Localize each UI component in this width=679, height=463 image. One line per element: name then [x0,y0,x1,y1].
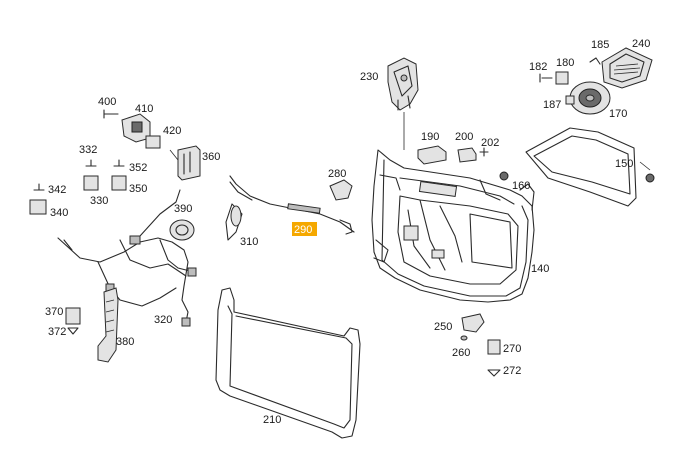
door-lock-part[interactable] [387,57,419,111]
wiring-harness-part[interactable] [57,189,197,327]
callout-170[interactable]: 170 [609,108,627,120]
callout-182[interactable]: 182 [529,61,547,73]
foam-strip-part[interactable] [97,287,119,363]
callout-187[interactable]: 187 [543,99,561,111]
callout-390[interactable]: 390 [174,203,192,215]
speaker-grille-part[interactable] [601,47,653,89]
trim-panel-part[interactable] [525,127,637,207]
callout-180[interactable]: 180 [556,57,574,69]
callout-280[interactable]: 280 [328,168,346,180]
window-seal-part[interactable] [215,287,361,439]
callout-380[interactable]: 380 [116,336,134,348]
leader-lines [169,112,651,171]
callout-260[interactable]: 260 [452,347,470,359]
lock-cylinder-part[interactable] [103,109,161,149]
callout-200[interactable]: 200 [455,131,473,143]
callout-342[interactable]: 342 [48,184,66,196]
callout-140[interactable]: 140 [531,263,549,275]
callout-272[interactable]: 272 [503,365,521,377]
callout-340[interactable]: 340 [50,207,68,219]
round-cover-part[interactable] [169,219,195,241]
callout-320[interactable]: 320 [154,314,172,326]
callout-250[interactable]: 250 [434,321,452,333]
callout-420[interactable]: 420 [163,125,181,137]
pull-strap-part[interactable] [225,203,243,241]
small-connectors-part[interactable] [29,159,127,215]
callout-270[interactable]: 270 [503,343,521,355]
connector-block-part[interactable] [177,145,201,181]
callout-310[interactable]: 310 [240,236,258,248]
callout-290[interactable]: 290 [294,224,312,236]
callout-350[interactable]: 350 [129,183,147,195]
callout-360[interactable]: 360 [202,151,220,163]
door-panel-part[interactable] [371,149,535,303]
callout-352[interactable]: 352 [129,162,147,174]
callout-230[interactable]: 230 [360,71,378,83]
callout-410[interactable]: 410 [135,103,153,115]
speaker-part[interactable] [569,81,611,115]
callout-150[interactable]: 150 [615,158,633,170]
screw-part[interactable] [499,171,655,183]
callout-240[interactable]: 240 [632,38,650,50]
callout-190[interactable]: 190 [421,131,439,143]
callout-labels: 150 140 160 170 180 182 185 187 190 200 … [45,38,650,426]
door-handle-part[interactable] [460,313,501,377]
bowden-cable-part[interactable] [229,175,355,235]
grommet-part[interactable] [65,307,81,335]
callout-290-highlight [292,222,317,236]
callout-210[interactable]: 210 [263,414,281,426]
callout-160[interactable]: 160 [512,180,530,192]
callout-372[interactable]: 372 [48,326,66,338]
callout-185[interactable]: 185 [591,39,609,51]
bracket-part[interactable] [329,179,353,201]
speaker-clip-part[interactable] [539,57,601,105]
callout-370[interactable]: 370 [45,306,63,318]
callout-202[interactable]: 202 [481,137,499,149]
callout-400[interactable]: 400 [98,96,116,108]
window-switch-part[interactable] [417,145,489,165]
callout-332[interactable]: 332 [79,144,97,156]
callout-330[interactable]: 330 [90,195,108,207]
